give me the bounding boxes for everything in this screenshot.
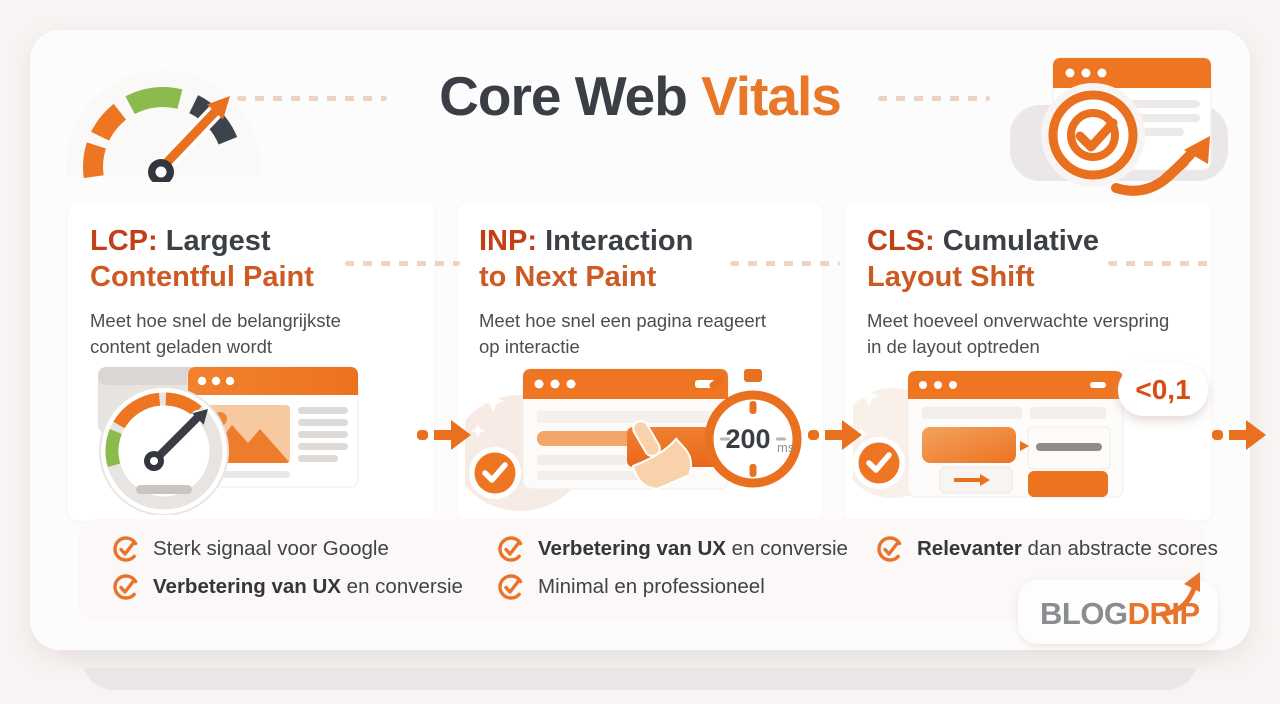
dashed-line [237,96,387,101]
page-title-accent: Vitals [701,65,842,127]
metric-name-line2: Layout Shift [867,261,1035,293]
brand-logo: BLOGDRIP [1040,596,1200,632]
metric-description: Meet hoe snel de belangrijkste content g… [90,310,341,357]
benefit-item: Sterk signaal voor Google [112,534,389,564]
lcp-illustration [98,366,359,515]
dashed-line [730,261,840,266]
benefit-item: Relevanter dan abstracte scores [876,534,1218,564]
stopwatch-icon: 200 ms [704,369,802,488]
check-circle-icon [498,574,524,600]
metric-abbr: INP: [479,225,537,257]
metric-name: Cumulative [942,225,1100,257]
logo-arrow-icon [1160,572,1200,617]
speedometer-icon [66,70,260,182]
benefit-item: Verbetering van UX en conversie [112,572,463,602]
metric-heading-cls: CLS: Cumulative Layout Shift [845,203,1211,295]
benefit-text: Verbetering van UX en conversie [538,537,848,560]
metric-description: Meet hoeveel onverwachte verspring in de… [867,310,1170,357]
benefits-strip [78,519,1204,621]
metric-description: Meet hoe snel een pagina reageert op int… [479,310,766,357]
benefit-text: Sterk signaal voor Google [153,537,389,560]
timer-value: 200 [725,424,770,454]
metric-name: Largest [165,225,271,257]
metric-card-inp: INP: Interaction to Next Paint Meet hoe … [457,203,823,521]
page-title-dark: Core Web [439,65,688,127]
sparkle-icon [854,427,868,441]
metric-abbr: CLS: [867,225,935,257]
cls-illustration [853,370,1183,498]
logo-pill [1018,580,1218,644]
metric-heading-inp: INP: Interaction to Next Paint [457,203,823,295]
check-circle-icon [113,536,139,562]
sparkle-icon [482,390,504,412]
brand-logo-gray: BLOG [1040,596,1128,631]
check-circle-icon [877,536,903,562]
metric-name-line2: Contentful Paint [90,261,314,293]
dashed-line [345,261,460,266]
flow-arrow-icon [808,420,862,450]
benefit-item: Verbetering van UX en conversie [497,534,848,564]
metric-card-lcp: LCP: Largest Contentful Paint Meet hoe s… [68,203,434,521]
flow-arrow-icon [1212,420,1266,450]
cls-score-badge: <0,1 [1118,364,1208,416]
check-circle-icon [113,574,139,600]
dashed-line [1108,261,1212,266]
browser-check-icon [1010,57,1228,196]
benefit-item: Minimal en professioneel [497,572,765,602]
sparkle-icon [471,424,485,438]
metric-name: Interaction [545,225,694,257]
metric-heading-lcp: LCP: Largest Contentful Paint [68,203,434,295]
metric-name-line2: to Next Paint [479,261,657,293]
benefit-text: Minimal en professioneel [538,575,765,598]
check-circle-icon [498,536,524,562]
flow-arrow-icon [417,420,471,450]
dashed-line [878,96,990,101]
sparkle-icon [858,385,880,407]
page-title: Core Web Vitals [0,64,1280,128]
metric-abbr: LCP: [90,225,158,257]
sparkle-icon [1167,453,1183,469]
metric-card-cls: CLS: Cumulative Layout Shift Meet hoevee… [845,203,1211,521]
benefit-text: Verbetering van UX en conversie [153,575,463,598]
timer-unit: ms [777,440,795,455]
inp-illustration: 200 ms [465,368,802,511]
benefit-text: Relevanter dan abstracte scores [917,537,1218,560]
hand-cursor-icon [631,420,693,490]
